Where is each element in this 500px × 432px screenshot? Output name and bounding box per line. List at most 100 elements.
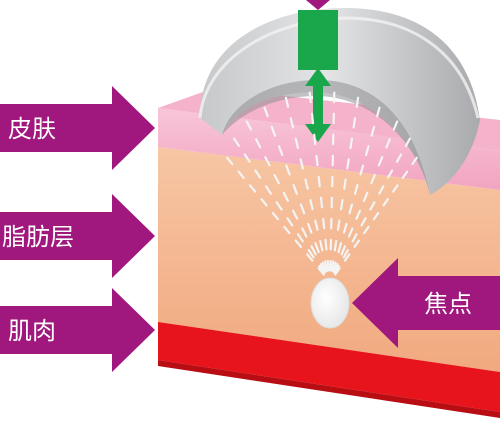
wave-dash [260,198,268,207]
muscle-layer-front [158,322,500,412]
wave-dash [319,263,326,274]
label-skin: 皮肤 [8,115,56,143]
wave-dash [314,242,320,254]
wave-dash [322,217,326,230]
wave-dash [370,173,376,185]
wave-dash [314,219,319,231]
wave-dash [270,125,277,137]
wave-dash [392,120,399,131]
wave-dash [308,91,312,104]
wave-dash [411,156,418,166]
wave-dash [340,199,344,211]
wave-dash [333,263,339,274]
wave-dash [264,156,271,167]
wave-dash [342,222,348,234]
wave-dash [330,260,335,272]
wave-dash [319,196,324,209]
wave-dash [319,240,324,252]
wave-dash [331,261,337,273]
wave-dash [307,249,315,259]
probe-emitter-top-arrow [306,0,330,10]
wave-dash [255,138,262,149]
wave-dash [306,253,314,262]
wave-dash [333,265,340,275]
wave-dash [318,265,326,275]
wave-dash [310,112,315,125]
wave-dash [377,156,384,167]
wave-dash [369,201,376,211]
wave-dash [291,209,299,220]
wave-dash [363,225,370,235]
label-arrow-skin: 皮肤 [0,86,155,170]
wave-dash [294,239,302,248]
wave-dash [324,238,328,251]
wave-dash [284,96,290,109]
wave-dash [352,117,357,129]
wave-dash [340,245,346,256]
transducer-rim [198,16,480,119]
wave-dash [226,156,234,166]
wave-dash [349,137,353,149]
wave-dash [301,227,308,238]
wave-dash [317,267,325,276]
wave-dash [382,198,389,207]
wave-dash [342,249,349,259]
wave-dash [343,178,347,190]
wave-dash [248,184,257,193]
wave-dash [355,209,361,220]
wave-dash [353,239,360,248]
wave-dash [372,211,380,221]
wave-dash [359,164,365,176]
wave-dash [376,106,381,118]
wave-dash [353,184,359,195]
muscle-layer-edge [158,360,500,418]
wave-dash [299,203,306,215]
depth-double-arrow-icon [305,68,331,142]
skin-layer-front [158,108,500,190]
wave-dash [343,253,351,262]
label-fat: 脂肪层 [2,223,74,251]
wave-dash [315,154,319,167]
wave-dash [277,145,284,157]
wave-dash [245,120,253,131]
wave-dash [265,185,272,195]
wave-dash [326,259,330,272]
wave-dash [401,170,409,179]
wave-dash [317,175,321,188]
ultrasound-wave-beams [226,91,418,276]
wave-dash [351,233,358,243]
wave-dash [321,261,328,273]
wave-dash [387,169,394,179]
wave-dash [362,191,369,202]
wave-dash [309,199,314,211]
wave-dash [271,211,280,221]
wave-dash [313,133,317,146]
wave-dash [304,178,309,190]
wave-dash [392,184,399,193]
wave-dash [334,267,341,276]
wave-dash [283,225,291,235]
wave-dash [385,138,391,149]
wave-dash [289,117,295,129]
wave-dash [292,184,298,195]
wave-dash [370,125,376,137]
wave-dash [307,222,313,234]
wave-dash [233,137,240,147]
wave-dash [299,158,304,170]
wave-dash [395,153,403,163]
wave-dash [254,169,262,179]
focal-point-marker [310,277,350,329]
probe-emitter-strip [298,10,338,70]
wave-dash [296,233,304,243]
wave-dash [347,227,354,238]
wave-dash [275,201,283,211]
wave-dash [324,260,329,272]
wave-dash [336,219,341,231]
wave-dash [346,158,350,170]
wave-dash [286,217,294,227]
label-muscle: 肌肉 [8,317,56,345]
label-arrow-focus: 焦点 [352,258,500,348]
wave-dash [243,153,251,163]
